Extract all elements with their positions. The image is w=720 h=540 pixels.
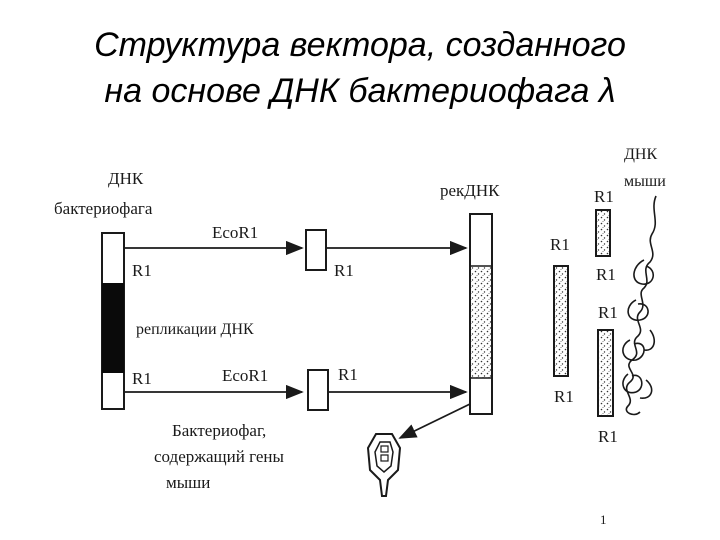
replication-label: репликации ДНК xyxy=(136,321,254,338)
title-line-1: Структура вектора, созданного xyxy=(94,26,626,64)
frag3-r1-bottom: R1 xyxy=(598,427,618,446)
r1-fragment-top: R1 xyxy=(334,261,354,280)
fragment-bottom xyxy=(307,369,329,411)
frag1-r1-bottom: R1 xyxy=(596,265,616,284)
mouse-fragment-3 xyxy=(597,329,614,417)
phage-result-line-3: мыши xyxy=(166,473,210,492)
r1-left-top: R1 xyxy=(132,261,152,280)
stray-mark: 1 xyxy=(600,512,607,527)
mouse-fragment-1 xyxy=(595,209,611,257)
slide-title: Структура вектора, созданного на основе … xyxy=(0,22,720,114)
mouse-dna-label-1: ДНК xyxy=(624,146,657,163)
mouse-dna-label-2: мыши xyxy=(624,173,666,190)
r1-fragment-bottom: R1 xyxy=(338,365,358,384)
rec-dna-insert xyxy=(471,266,491,378)
rec-dna-label: рекДНК xyxy=(440,181,500,200)
frag1-r1-top: R1 xyxy=(594,187,614,206)
ecor1-bottom-label: EcoR1 xyxy=(222,366,268,385)
phage-result-line-2: содержащий гены xyxy=(154,447,284,466)
fragment-top xyxy=(305,229,327,271)
phage-dna-label-2: бактериофага xyxy=(54,199,153,218)
frag3-r1-top: R1 xyxy=(598,303,618,322)
title-line-2: на основе ДНК бактериофага λ xyxy=(104,72,616,110)
phage-dna-label-1: ДНК xyxy=(108,169,144,188)
bacteriophage-icon xyxy=(366,433,402,497)
phage-result-line-1: Бактериофаг, xyxy=(172,421,266,440)
ecor1-top-label: EcoR1 xyxy=(212,223,258,242)
mouse-fragment-2 xyxy=(553,265,569,377)
phage-dna-dark-segment xyxy=(102,283,124,373)
phage-dna-column xyxy=(101,232,125,410)
rec-dna-column xyxy=(469,213,493,415)
r1-left-bottom: R1 xyxy=(132,369,152,388)
arrow-to-phage xyxy=(398,403,471,439)
frag2-r1-top: R1 xyxy=(550,235,570,254)
mouse-dna-strand xyxy=(622,195,657,416)
frag2-r1-bottom: R1 xyxy=(554,387,574,406)
